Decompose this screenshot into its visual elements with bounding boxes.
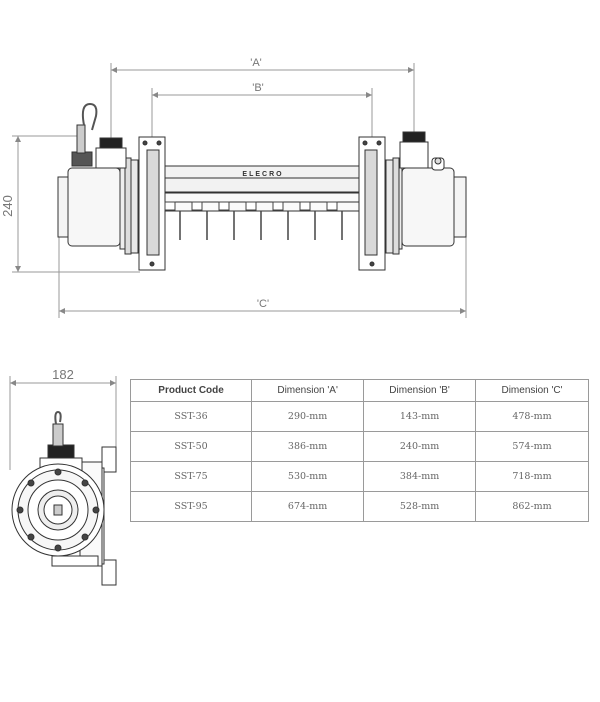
dimension-c-cell: 478-mm — [475, 401, 589, 432]
dimension-height — [12, 135, 140, 273]
header-dimension-a: Dimension 'A' — [251, 379, 365, 402]
product-code-cell: SST-95 — [129, 491, 253, 522]
table-header-row: Product Code Dimension 'A' Dimension 'B'… — [129, 379, 589, 402]
dimension-a-label: 'A' — [250, 57, 262, 69]
dimension-a-cell: 290-mm — [251, 401, 365, 432]
dimension-b-cell: 528-mm — [363, 491, 477, 522]
heater-side-view — [57, 102, 467, 271]
dimension-b-cell: 240-mm — [363, 431, 477, 462]
height-label: 240 — [0, 195, 15, 217]
element-clips — [164, 201, 338, 211]
table-row: SST-75 530-mm 384-mm 718-mm — [129, 461, 589, 492]
product-code-cell: SST-36 — [129, 401, 253, 432]
dimension-c-cell: 574-mm — [475, 431, 589, 462]
table-row: SST-95 674-mm 528-mm 862-mm — [129, 491, 589, 522]
dimension-c-cell: 718-mm — [475, 461, 589, 492]
dimension-a-cell: 530-mm — [251, 461, 365, 492]
dimension-b-label: 'B' — [252, 82, 264, 94]
dimension-c-cell: 862-mm — [475, 491, 589, 522]
header-dimension-c: Dimension 'C' — [475, 379, 589, 402]
heating-elements — [179, 211, 343, 240]
table-row: SST-36 290-mm 143-mm 478-mm — [129, 401, 589, 432]
table-row: SST-50 386-mm 240-mm 574-mm — [129, 431, 589, 462]
dimension-width — [9, 376, 117, 470]
width-label: 182 — [52, 367, 74, 382]
dimension-c-label: 'C' — [257, 298, 269, 310]
heater-end-view — [11, 410, 117, 586]
dimensions-table: Product Code Dimension 'A' Dimension 'B'… — [129, 379, 589, 522]
dimension-a-cell: 674-mm — [251, 491, 365, 522]
header-dimension-b: Dimension 'B' — [363, 379, 477, 402]
dimension-b-cell: 384-mm — [363, 461, 477, 492]
brand-logo: ELECRO — [242, 171, 283, 178]
dimension-b — [151, 88, 373, 150]
dimension-b-cell: 143-mm — [363, 401, 477, 432]
product-code-cell: SST-50 — [129, 431, 253, 462]
product-code-cell: SST-75 — [129, 461, 253, 492]
header-product-code: Product Code — [129, 379, 253, 402]
dimension-a-cell: 386-mm — [251, 431, 365, 462]
